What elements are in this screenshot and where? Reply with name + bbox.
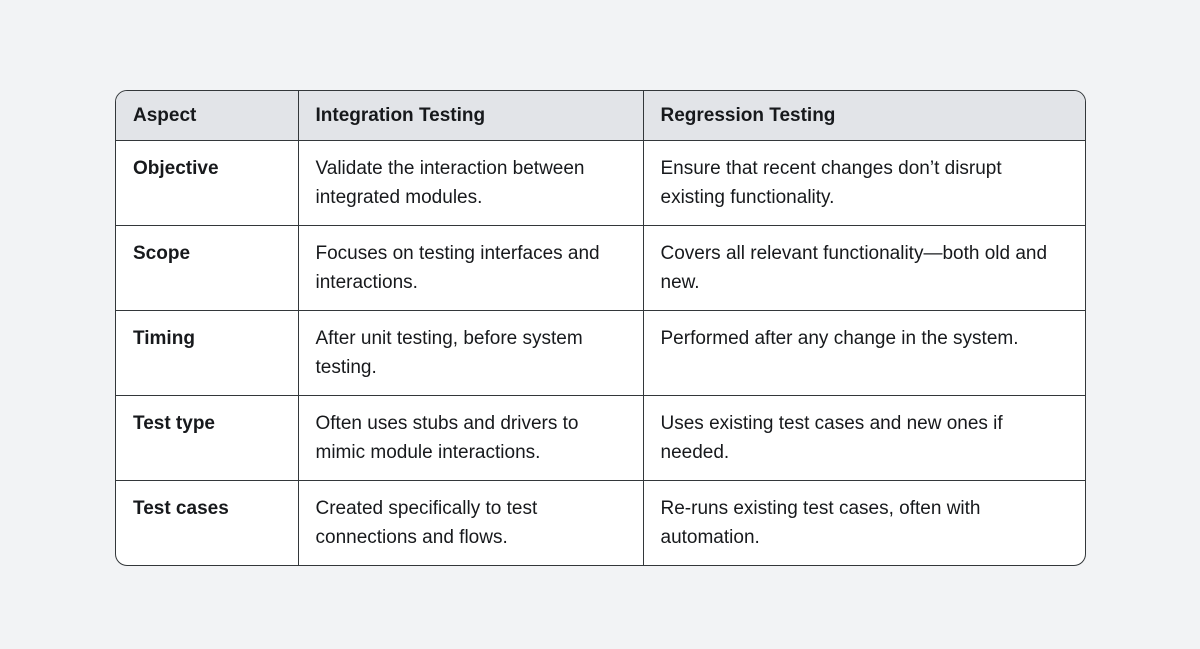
table-header: Aspect Integration Testing Regression Te… xyxy=(116,91,1085,141)
aspect-label: Objective xyxy=(116,140,299,226)
integration-cell: Created specifically to test connections… xyxy=(298,480,644,565)
regression-cell: Re-runs existing test cases, often with … xyxy=(660,498,981,548)
integration-cell: After unit testing, before system testin… xyxy=(298,310,644,396)
integration-cell: Often uses stubs and drivers to mimic mo… xyxy=(298,395,644,481)
aspect-label: Timing xyxy=(116,310,299,396)
table-row-timing: Timing After unit testing, before system… xyxy=(116,310,1085,396)
table-row-test-type: Test type Often uses stubs and drivers t… xyxy=(116,395,1085,481)
integration-cell: Focuses on testing interfaces and intera… xyxy=(298,225,644,311)
column-header-regression-testing: Regression Testing xyxy=(643,91,1085,141)
regression-cell: Performed after any change in the system… xyxy=(643,310,1085,396)
column-header-integration-testing: Integration Testing xyxy=(298,91,644,141)
regression-cell: Ensure that recent changes don’t disrupt… xyxy=(643,140,1085,226)
aspect-label: Test cases xyxy=(116,480,299,565)
table-row-test-cases: Test cases Created specifically to test … xyxy=(116,480,1085,565)
aspect-label: Scope xyxy=(116,225,299,311)
aspect-label: Test type xyxy=(116,395,299,481)
regression-cell: Covers all relevant functionality—both o… xyxy=(643,225,1085,311)
table-row-objective: Objective Validate the interaction betwe… xyxy=(116,140,1085,226)
testing-comparison-table: Aspect Integration Testing Regression Te… xyxy=(115,90,1086,566)
column-header-aspect: Aspect xyxy=(116,91,299,141)
integration-cell: Validate the interaction between integra… xyxy=(298,140,644,226)
table-body: Objective Validate the interaction betwe… xyxy=(116,140,1085,565)
regression-cell: Uses existing test cases and new ones if… xyxy=(643,395,1085,481)
comparison-table: Aspect Integration Testing Regression Te… xyxy=(116,91,1085,565)
table-row-scope: Scope Focuses on testing interfaces and … xyxy=(116,225,1085,311)
header-row: Aspect Integration Testing Regression Te… xyxy=(116,91,1085,141)
